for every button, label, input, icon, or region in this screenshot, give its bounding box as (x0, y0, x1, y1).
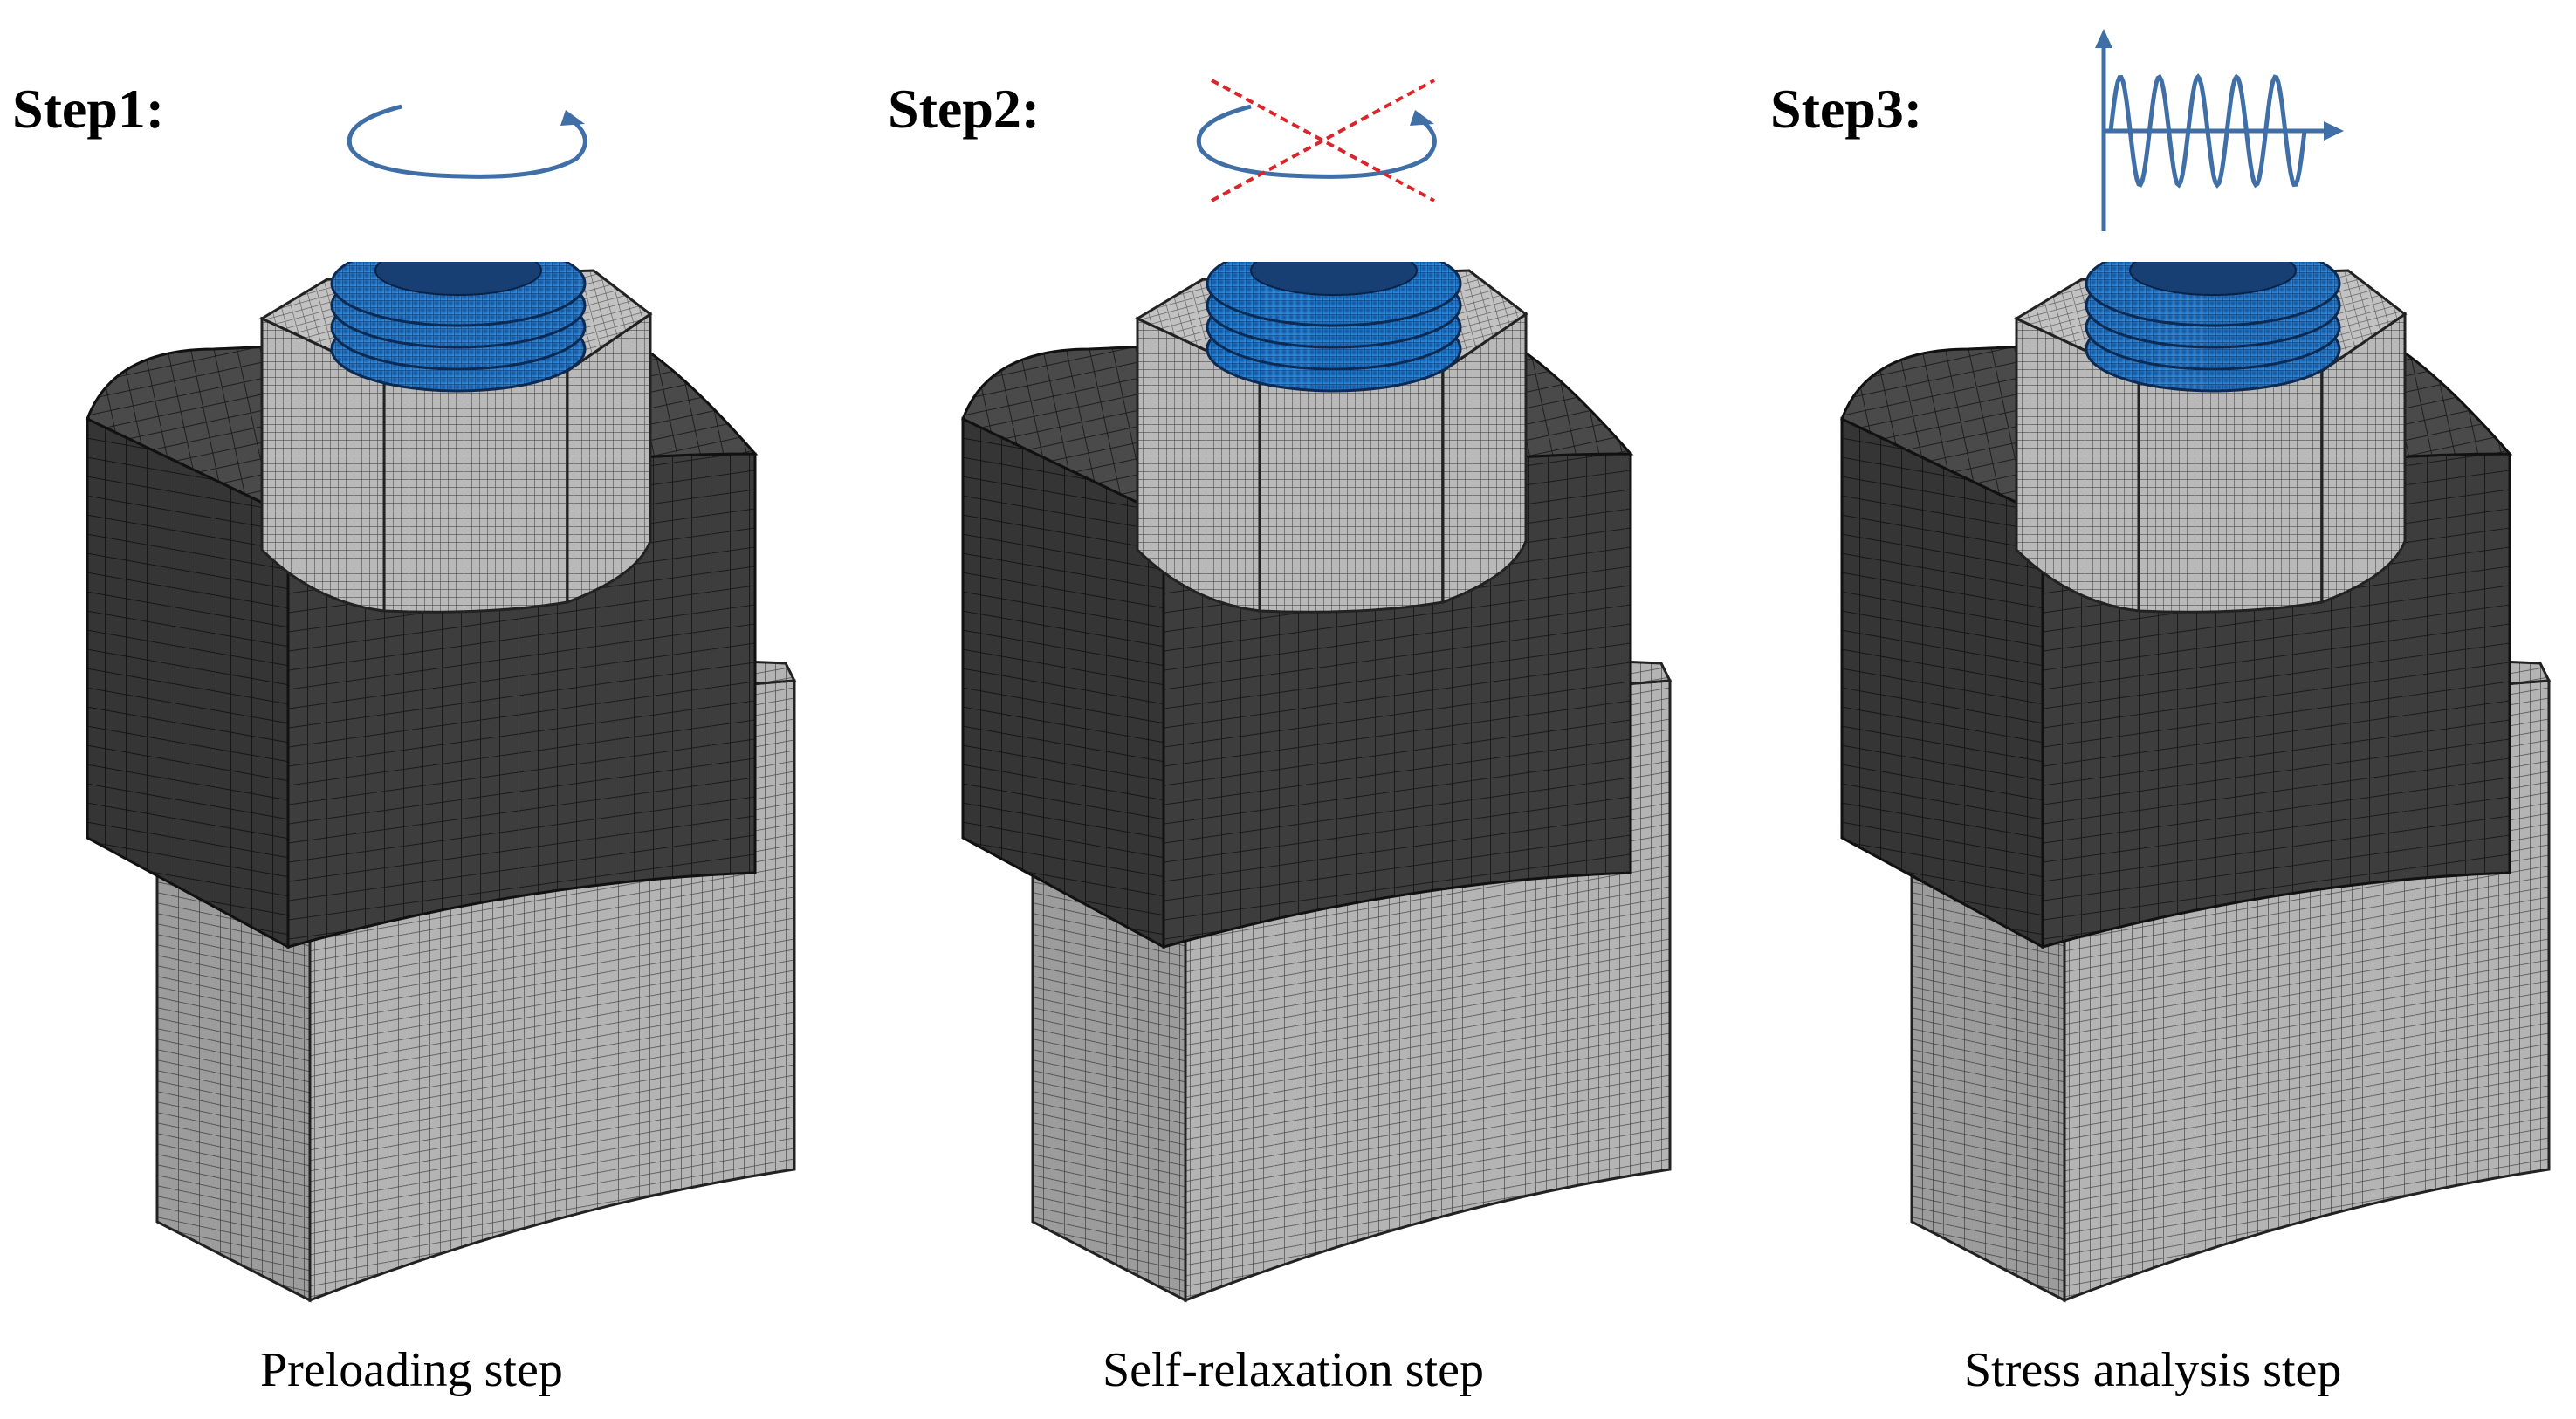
crossed-rotation-arrow-icon (1196, 79, 1437, 202)
step-title: Step3: (1770, 78, 1923, 140)
fe-bolt-model (961, 262, 1672, 1302)
fe-bolt-model (1840, 262, 2551, 1302)
step-panel-1: Step1: Preloading step (0, 0, 873, 1419)
fe-bolt-model (86, 262, 796, 1302)
step-caption: Self-relaxation step (1103, 1343, 1484, 1397)
rotation-arrow-icon (347, 104, 587, 179)
step-title: Step2: (888, 78, 1041, 140)
step-title: Step1: (12, 78, 165, 140)
step-panel-2: Step2: Self-relaxation step (876, 0, 1748, 1419)
sine-wave-load-icon (2095, 29, 2344, 231)
step-caption: Preloading step (260, 1343, 563, 1397)
step-panel-3: Step3: Stress analysis step (1755, 0, 2576, 1419)
step-caption: Stress analysis step (1964, 1343, 2342, 1397)
